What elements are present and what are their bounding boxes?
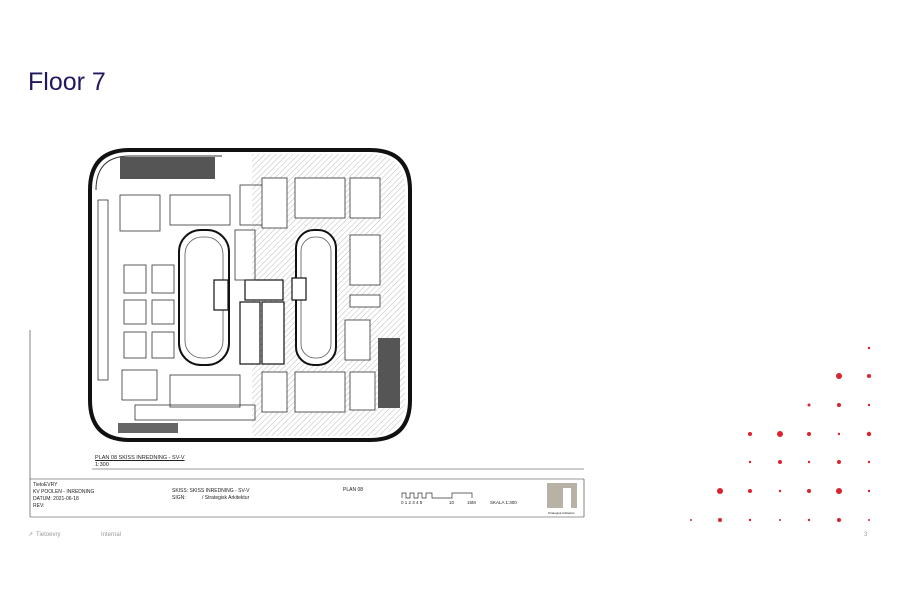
page-number: 3 — [864, 532, 868, 538]
title-block-plan-label: PLAN 08 — [343, 487, 364, 493]
title-block-company: TietoEVRY — [33, 482, 58, 488]
plan-caption: PLAN 08 SKISS INREDNING - SV-V — [95, 455, 185, 461]
slide-title: Floor 7 — [28, 68, 106, 96]
title-block-lines — [29, 330, 585, 518]
furniture-right — [261, 177, 381, 413]
architect-logo — [547, 483, 577, 508]
core — [213, 277, 307, 365]
brand-mark-icon: ↗ — [28, 532, 34, 538]
scale-numbers: 0 1 2 3 4 5 — [401, 500, 423, 505]
scale-15: 15M — [467, 500, 476, 505]
decorative-dots — [690, 346, 872, 522]
title-block-sign: SIGN: — [172, 495, 186, 501]
scale-bar — [401, 492, 473, 499]
footer-classification: Internal — [101, 532, 122, 538]
title-block-architect: / Strategisk Arkitektur — [202, 495, 250, 501]
title-block-rev: REV: — [33, 503, 45, 509]
footer-brand: ↗ Tietoevry — [28, 531, 61, 539]
title-block-project: KV POOLEN - INREDNING — [33, 489, 95, 495]
scale-10: 10 — [449, 500, 455, 505]
furniture-left — [97, 184, 266, 421]
footer-brand-label: Tietoevry — [36, 531, 61, 538]
architect-caption: Strategisk Arkitektur — [548, 511, 575, 515]
plan-scale: 1:300 — [95, 462, 109, 468]
scale-text: SKALA 1:300 — [490, 500, 517, 505]
title-block-sheet-title: SKISS: SKISS INREDNING - SV-V — [172, 488, 250, 494]
title-block-date: DATUM: 2021-06-18 — [33, 496, 79, 502]
